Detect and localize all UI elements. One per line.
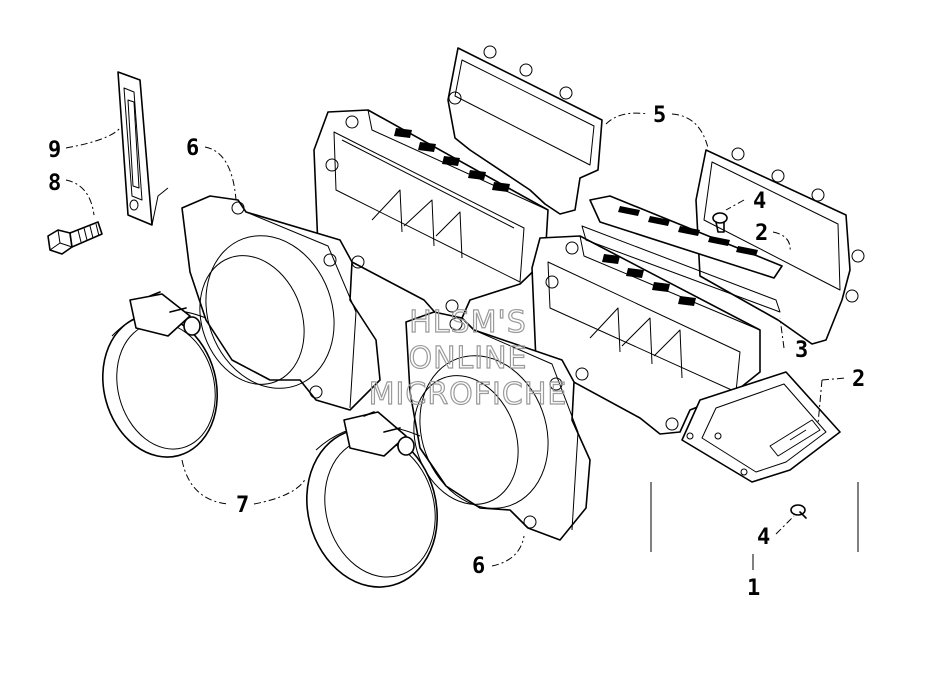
callout-4-bottom: 4 [757, 525, 770, 550]
callout-5: 5 [653, 103, 666, 128]
gasket-part-5 [447, 45, 865, 345]
callout-6-bottom: 6 [472, 554, 485, 579]
callout-7: 7 [236, 493, 249, 518]
clamp-part-7-upper [101, 291, 219, 458]
callout-8: 8 [48, 171, 61, 196]
screw-part-4-bottom [790, 504, 807, 519]
callout-6-top: 6 [186, 136, 199, 161]
callout-4-top: 4 [753, 189, 766, 214]
reed-cage-lower [531, 235, 761, 435]
callout-2-top: 2 [755, 221, 768, 246]
callout-1: 1 [747, 576, 760, 601]
spacer-plate-part-9 [117, 71, 169, 226]
callout-9: 9 [48, 138, 61, 163]
intake-flange-part-6-upper [181, 195, 381, 411]
callouts: 9 8 6 5 4 2 3 2 7 6 4 1 [48, 103, 865, 601]
watermark: HLSM'S ONLINE MICROFICHE [368, 304, 568, 412]
watermark-line-3: MICROFICHE [369, 377, 568, 412]
bolt-part-8 [47, 221, 103, 255]
reed-cage-upper [313, 109, 549, 319]
screw-part-4-top [712, 212, 728, 233]
leader-lines [65, 112, 859, 570]
clamp-part-7-lower [306, 411, 438, 588]
reed-petal-part-2-bottom [681, 371, 841, 483]
watermark-line-1: HLSM'S [409, 305, 527, 340]
callout-3: 3 [795, 338, 808, 363]
callout-2-right: 2 [852, 367, 865, 392]
reed-petal-part-2-top [581, 195, 783, 313]
intake-flange-part-6-lower [405, 311, 591, 541]
watermark-line-2: ONLINE [408, 341, 527, 376]
